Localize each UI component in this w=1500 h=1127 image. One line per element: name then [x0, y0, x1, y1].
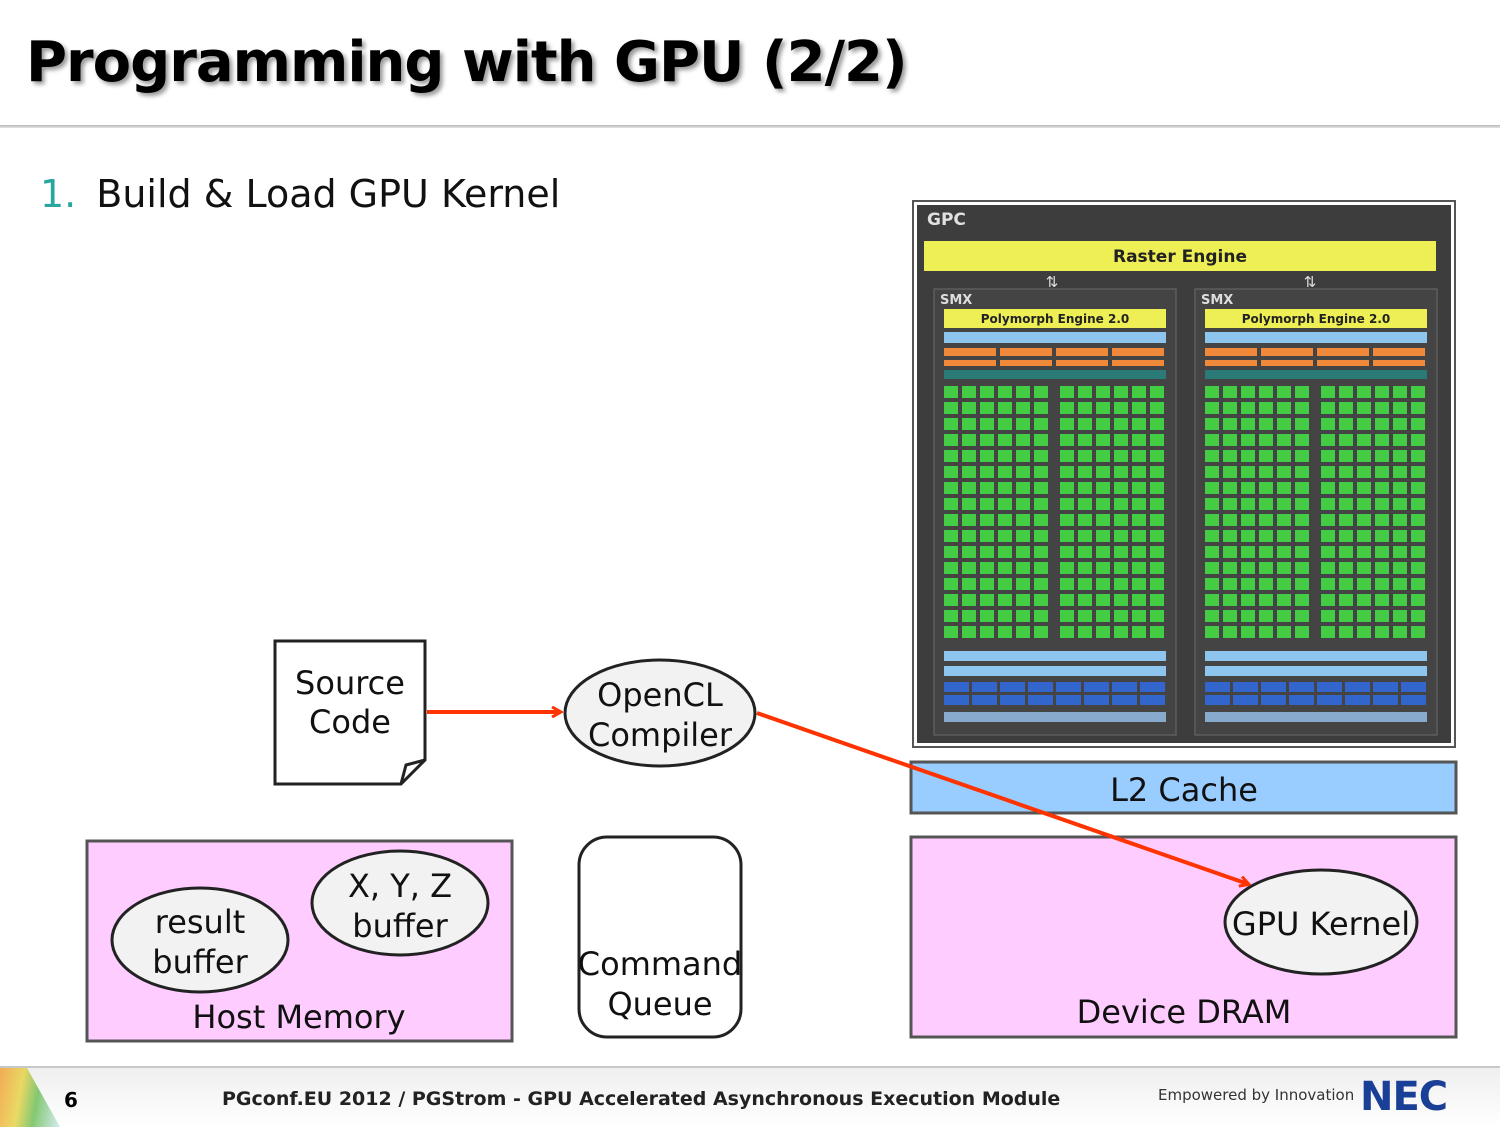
arrow-compiler-to-kernel [756, 711, 1248, 884]
source-code-line1: Source [295, 664, 405, 702]
raster-engine-bar [924, 241, 1436, 271]
bullet-text: Build & Load GPU Kernel [96, 172, 561, 216]
l2-cache: L2 Cache [909, 760, 1458, 815]
polymorph-engine-bar [1205, 309, 1427, 328]
result-buffer-line1: result [155, 903, 246, 941]
result-buffer-line2: buffer [152, 943, 248, 981]
result-buffer: result buffer [110, 886, 290, 994]
footer-swoosh-decoration [0, 1068, 60, 1127]
command-queue-line2: Queue [607, 985, 712, 1023]
source-code-line2: Code [309, 703, 391, 741]
opencl-compiler-line1: OpenCL [597, 676, 723, 714]
footer-tagline: Empowered by Innovation [1158, 1086, 1355, 1104]
polymorph-engine-label: Polymorph Engine 2.0 [981, 312, 1130, 326]
smx-block: SMX Polymorph Engine 2.0 [1194, 288, 1438, 736]
gpc-block: GPC Raster Engine ⇅ ⇅ SMX Polymorph Engin… [912, 200, 1456, 748]
slide-title: Programming with GPU (2/2) [26, 30, 908, 95]
bullet-item: 1. Build & Load GPU Kernel [40, 172, 560, 216]
xyz-buffer-line2: buffer [352, 907, 448, 945]
source-code-document: Source Code [273, 639, 427, 786]
device-dram-label: Device DRAM [1077, 993, 1292, 1031]
xyz-buffer: X, Y, Z buffer [310, 849, 490, 957]
title-divider [0, 125, 1500, 128]
smx-block: SMX Polymorph Engine 2.0 [933, 288, 1177, 736]
l2-cache-label: L2 Cache [1110, 771, 1258, 809]
command-queue: Command Queue [577, 835, 743, 1039]
arrows-icon: ⇅ [1046, 273, 1059, 291]
smx-label: SMX [940, 293, 972, 308]
raster-engine-label: Raster Engine [1113, 247, 1247, 267]
xyz-buffer-line1: X, Y, Z [348, 867, 452, 905]
arrows-icon: ⇅ [1304, 273, 1317, 291]
nec-logo: NEC [1360, 1074, 1448, 1120]
command-queue-line1: Command [578, 945, 742, 983]
gpu-kernel-label: GPU Kernel [1232, 905, 1410, 943]
opencl-compiler: OpenCL Compiler [563, 658, 757, 768]
opencl-compiler-line2: Compiler [588, 716, 733, 754]
gpu-kernel: GPU Kernel [1223, 868, 1419, 976]
smx-label: SMX [1201, 293, 1233, 308]
polymorph-engine-label: Polymorph Engine 2.0 [1242, 312, 1391, 326]
page-number: 6 [64, 1088, 78, 1112]
host-memory-label: Host Memory [192, 998, 405, 1036]
footer-text: PGconf.EU 2012 / PGStrom - GPU Accelerat… [222, 1088, 1061, 1110]
footer: 6 PGconf.EU 2012 / PGStrom - GPU Acceler… [0, 1066, 1500, 1127]
bullet-number: 1. [40, 172, 77, 216]
gpc-label: GPC [927, 210, 966, 230]
polymorph-engine-bar [944, 309, 1166, 328]
